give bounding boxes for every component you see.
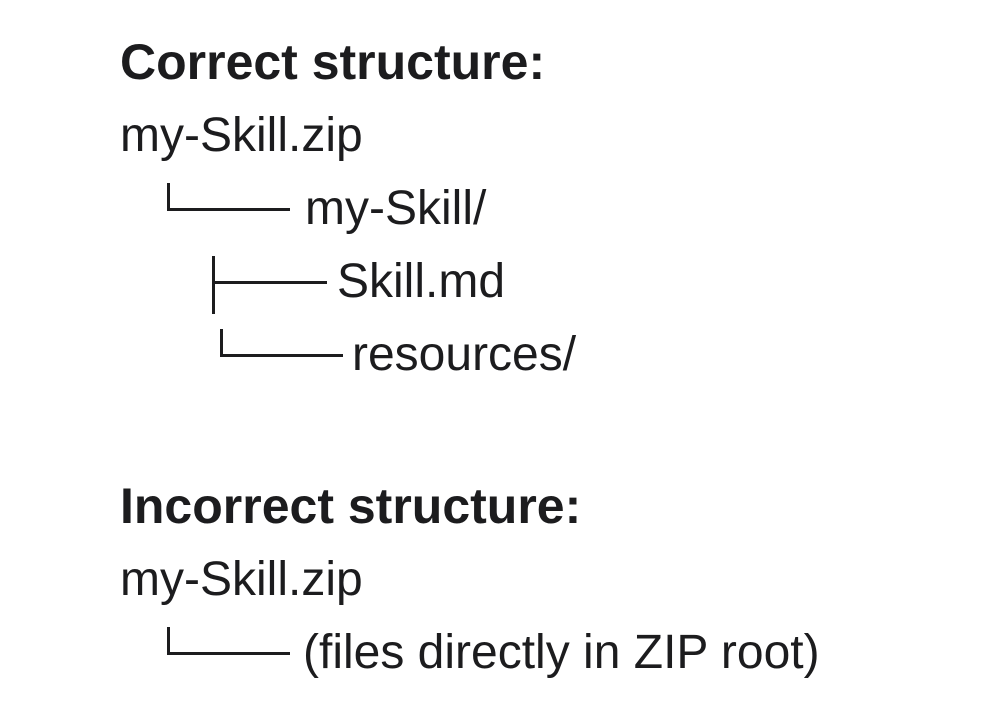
zip-root-label: my-Skill.zip [120, 553, 363, 606]
tree-row: Skill.md [120, 245, 982, 318]
tree-row: my-Skill.zip [120, 99, 982, 172]
tree-node-label: Skill.md [337, 255, 506, 308]
document-content: Correct structure: my-Skill.zip my-Skill… [120, 26, 982, 689]
tree-row: resources/ [120, 318, 982, 391]
tree-tee-tail [212, 284, 215, 314]
tree-row: my-Skill.zip [120, 543, 982, 616]
tree-tee-icon [212, 256, 327, 284]
tree-row: (files directly in ZIP root) [120, 616, 982, 689]
section-heading-incorrect: Incorrect structure: [120, 478, 582, 534]
tree-node-label: resources/ [352, 328, 577, 381]
tree-elbow-icon [167, 627, 290, 655]
tree-elbow-icon [220, 329, 343, 357]
section-gap [120, 391, 982, 470]
tree-row: my-Skill/ [120, 172, 982, 245]
zip-root-label: my-Skill.zip [120, 109, 363, 162]
tree-node-label: (files directly in ZIP root) [303, 626, 820, 679]
tree-elbow-icon [167, 183, 290, 211]
section-heading-correct: Correct structure: [120, 34, 546, 90]
tree-node-label: my-Skill/ [305, 182, 487, 235]
